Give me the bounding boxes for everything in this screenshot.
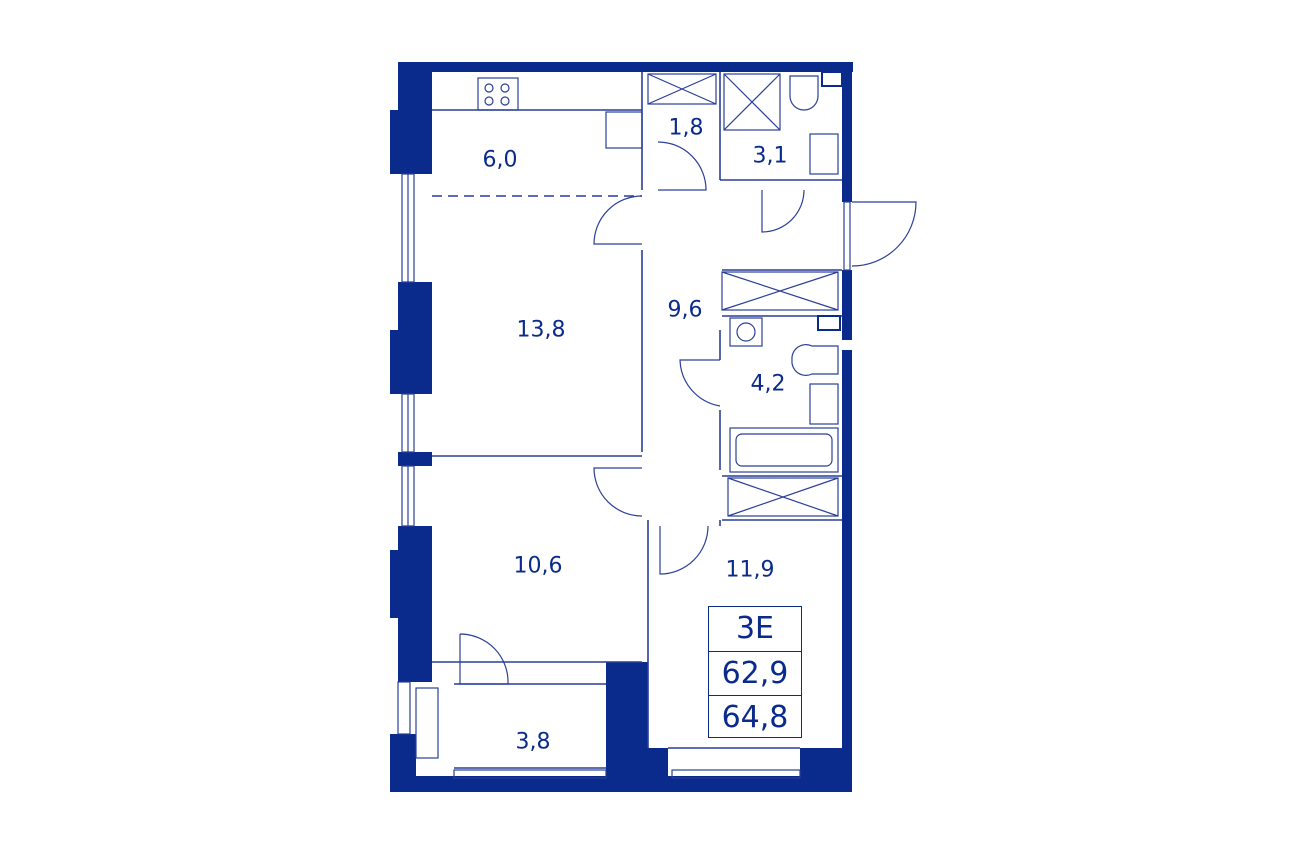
windows — [397, 173, 851, 779]
room-area-balcony: 3,8 — [515, 729, 551, 755]
shafts — [817, 71, 843, 331]
room-area-bathroom-2: 4,2 — [750, 371, 786, 397]
total-area: 64,8 — [709, 695, 801, 739]
storage-cabinets — [647, 73, 839, 517]
room-area-kitchen: 6,0 — [482, 147, 518, 173]
walls — [390, 62, 853, 792]
apartment-badge: 3E 62,9 64,8 — [708, 606, 802, 738]
room-area-storage: 1,8 — [668, 115, 704, 141]
room-area-hall: 9,6 — [667, 297, 703, 323]
room-area-bedroom-1: 10,6 — [513, 553, 563, 579]
room-area-living: 13,8 — [516, 317, 566, 343]
room-area-bathroom-1: 3,1 — [752, 143, 788, 169]
room-area-bedroom-2: 11,9 — [725, 557, 775, 583]
fixtures — [415, 73, 839, 759]
living-area: 62,9 — [709, 651, 801, 695]
apartment-type: 3E — [735, 611, 775, 646]
doors — [459, 141, 917, 685]
